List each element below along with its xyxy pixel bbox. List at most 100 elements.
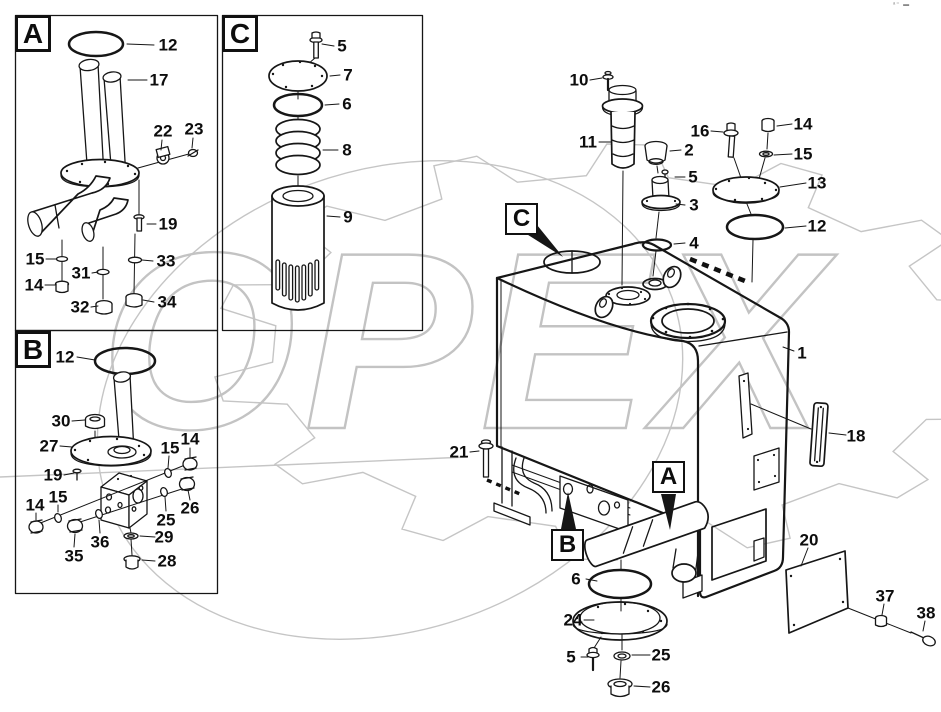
callout-22: 22: [153, 121, 173, 141]
callout-38: 38: [916, 603, 936, 623]
flange-24: [572, 601, 668, 641]
washer-36: [95, 508, 103, 520]
breather-11: [601, 84, 644, 169]
callout-2: 2: [684, 140, 694, 160]
callout-13: 13: [807, 173, 827, 193]
section-letter-a: A: [15, 15, 51, 52]
elbow-pipe-large: [31, 175, 111, 237]
panel-b-border: [14, 329, 219, 595]
callout-27: 27: [39, 436, 59, 456]
callout-15: 15: [25, 249, 45, 269]
callout-28: 28: [157, 551, 177, 571]
dashed-locator-line: [689, 256, 751, 286]
bolt-21: [478, 439, 494, 478]
callout-19: 19: [158, 214, 178, 234]
panel-c-border: [221, 14, 424, 332]
watermark-text: OPEX: [100, 201, 837, 482]
corner-mark: ᵃ⁼ ▬: [893, 2, 911, 8]
callout-14: 14: [180, 429, 200, 449]
callout-15: 15: [793, 144, 813, 164]
mount-plate-4-hole: [753, 447, 780, 491]
leader-lines: [35, 43, 926, 688]
callout-26: 26: [651, 677, 671, 697]
fitting-3: [641, 175, 681, 212]
callout-9: 9: [343, 207, 353, 227]
washer-29: [123, 532, 139, 540]
suction-elbow-pipe: [583, 500, 709, 583]
callout-12: 12: [55, 347, 75, 367]
cap-14: [761, 117, 775, 133]
callout-15: 15: [160, 438, 180, 458]
plug-14-right: [182, 456, 198, 471]
callout-8: 8: [342, 140, 352, 160]
callout-10: 10: [569, 70, 589, 90]
arrow-to-b: [561, 492, 576, 529]
cover-plate-13: [712, 176, 780, 204]
o-ring-12: [67, 30, 125, 58]
callout-5: 5: [337, 36, 347, 56]
plug-28: [123, 555, 141, 570]
bolt-16: [723, 122, 739, 158]
pipe-stub: [671, 563, 697, 583]
main-assembly: [478, 70, 936, 698]
callout-36: 36: [90, 532, 110, 552]
o-ring-6-main: [587, 568, 653, 600]
panel-a-parts: [27, 30, 199, 315]
callout-26: 26: [180, 498, 200, 518]
callout-25: 25: [651, 645, 671, 665]
washer-4: [641, 238, 673, 252]
section-letter-b: B: [15, 331, 51, 368]
bolt-19: [72, 468, 82, 481]
callout-18: 18: [846, 426, 866, 446]
foot-left: [493, 502, 531, 526]
washer-15-main: [758, 150, 774, 158]
cover-plate-20: [785, 550, 849, 634]
section-letter-a: A: [652, 461, 685, 493]
plug-35: [66, 518, 84, 534]
callout-20: 20: [799, 530, 819, 550]
callout-16: 16: [690, 121, 710, 141]
callout-24: 24: [563, 610, 583, 630]
panel-borders: [14, 14, 424, 595]
callout-34: 34: [157, 292, 177, 312]
callout-23: 23: [184, 119, 204, 139]
arrow-to-a: [661, 494, 676, 530]
callout-17: 17: [149, 70, 169, 90]
bolt-38: [910, 631, 936, 647]
nut-34: [125, 292, 143, 308]
elbow-pipe-small: [85, 197, 129, 242]
callout-30: 30: [51, 411, 71, 431]
washer-31: [96, 268, 110, 276]
bolt-5-bottom: [586, 646, 600, 672]
callout-14: 14: [24, 275, 44, 295]
o-ring-12-main: [725, 213, 785, 241]
lifting-eye-right: [662, 265, 682, 289]
washer-25: [160, 486, 168, 498]
callout-12: 12: [158, 35, 178, 55]
callout-5: 5: [566, 647, 576, 667]
callout-11: 11: [579, 132, 597, 152]
callout-5: 5: [688, 167, 698, 187]
section-letter-c: C: [222, 15, 258, 52]
callout-19: 19: [43, 465, 63, 485]
callout-32: 32: [70, 297, 90, 317]
spring-8: [275, 118, 321, 176]
gauge-mount-strip: [738, 372, 753, 439]
nut-14: [54, 280, 70, 294]
callout-7: 7: [343, 65, 353, 85]
panel-c-parts: [268, 31, 328, 311]
callout-33: 33: [156, 251, 176, 271]
washer-15: [55, 255, 69, 263]
plug-14-left: [28, 519, 44, 534]
callout-3: 3: [689, 195, 699, 215]
plug-26-main: [607, 678, 633, 698]
callout-14: 14: [25, 495, 45, 515]
o-ring-6: [272, 92, 324, 118]
washer-25-main: [613, 651, 631, 661]
nut-32: [95, 299, 113, 315]
washer-33: [127, 256, 143, 264]
lifting-eye-left: [594, 295, 614, 319]
nut-37: [874, 614, 888, 628]
callout-12: 12: [807, 216, 827, 236]
callout-1: 1: [797, 343, 807, 363]
